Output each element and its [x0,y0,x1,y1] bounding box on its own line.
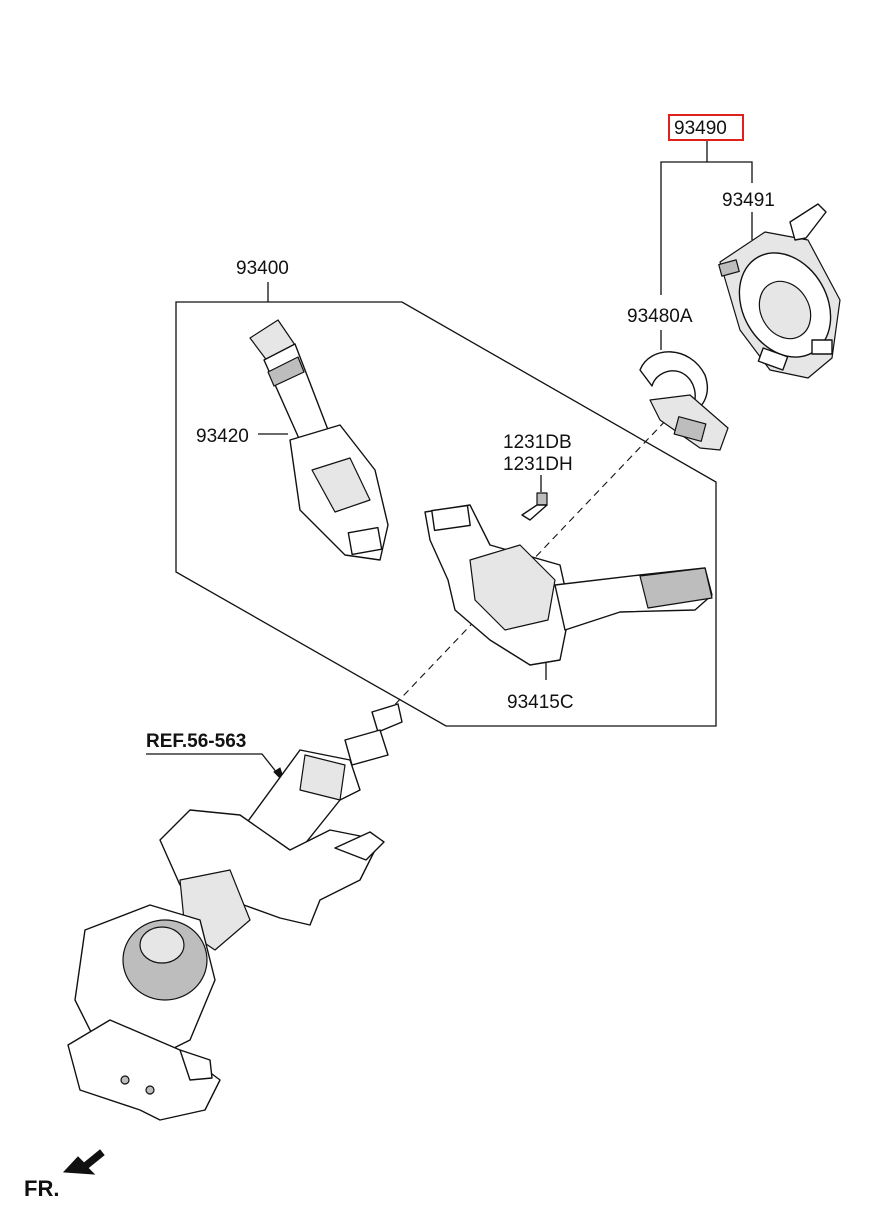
label-93420[interactable]: 93420 [196,426,249,447]
label-93490[interactable]: 93490 [674,118,727,139]
leader-lines [146,140,753,784]
arrow-left-down-icon [62,1149,105,1175]
switch-assy-outline [175,301,717,727]
screw-part [521,492,548,521]
label-93491[interactable]: 93491 [722,190,775,211]
label-93480a[interactable]: 93480A [627,306,693,327]
ring-part [639,351,729,451]
highlight-box [668,114,744,141]
label-ref[interactable]: REF.56-563 [146,731,246,752]
wiper-switch-part [424,504,713,666]
clock-spring-part [718,203,841,379]
steering-column-part [67,703,403,1121]
label-1231db[interactable]: 1231DB [503,432,572,453]
label-93400[interactable]: 93400 [236,258,289,279]
label-1231dh[interactable]: 1231DH [503,454,573,475]
axis-centerline [384,394,691,716]
label-front: FR. [24,1176,59,1201]
label-93415c[interactable]: 93415C [507,692,574,713]
light-switch-part [249,319,389,561]
